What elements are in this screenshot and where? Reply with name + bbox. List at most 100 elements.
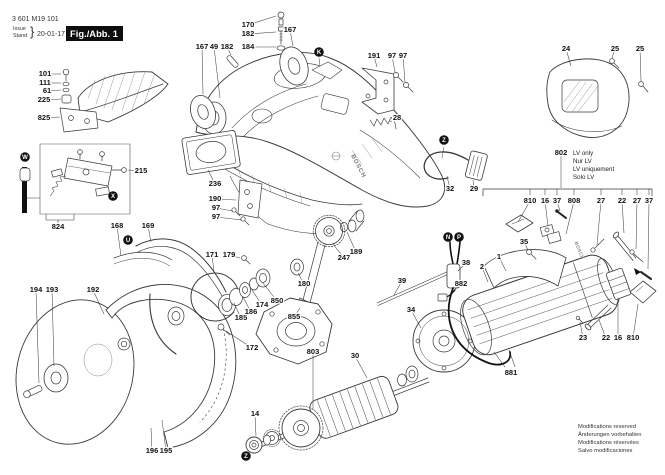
ref-marker-letter: W xyxy=(22,155,28,161)
part-label: 39 xyxy=(398,276,406,285)
leader-line xyxy=(579,321,584,339)
leader-line xyxy=(228,254,241,259)
part-label: 1 xyxy=(497,252,501,261)
part-label: 30 xyxy=(351,351,359,360)
part-label: 28 xyxy=(393,113,401,122)
leader-line xyxy=(523,241,529,251)
part-label: 35 xyxy=(520,237,528,246)
part-label: 180 xyxy=(298,279,311,288)
part-label: 167 xyxy=(196,42,209,51)
part-label: 185 xyxy=(235,313,248,322)
part-label: 34 xyxy=(407,305,416,314)
saw-blade-192-area xyxy=(15,299,135,445)
part-label: 25 xyxy=(636,44,644,53)
leader-line xyxy=(150,427,153,452)
part-label: 16 xyxy=(614,333,622,342)
part-label: 215 xyxy=(135,166,148,175)
leader-line xyxy=(215,207,234,212)
ref-marker-letter: Z xyxy=(244,454,248,460)
lv-line-4: Solo LV xyxy=(573,174,595,181)
leader-line xyxy=(451,283,462,293)
part-label: 97 xyxy=(399,51,407,60)
part-label: 179 xyxy=(223,250,236,259)
lv-line-2: Nur LV xyxy=(573,158,593,165)
laser-assembly-824 xyxy=(19,143,131,223)
leader-line xyxy=(293,307,301,318)
part-label: 247 xyxy=(338,253,351,262)
footer-line-1: Modifications reserved xyxy=(578,424,636,430)
part-label: 61 xyxy=(43,86,51,95)
part-label: 182 xyxy=(221,42,234,51)
part-label: 27 xyxy=(633,196,641,205)
lv-line-1: LV only xyxy=(573,150,594,157)
leader-line xyxy=(214,198,237,201)
leader-line xyxy=(215,216,243,221)
part-label: 808 xyxy=(568,196,581,205)
ref-marker-letter: U xyxy=(126,238,130,244)
leader-line xyxy=(35,289,40,384)
part-label: 855 xyxy=(288,312,301,321)
part-label: 882 xyxy=(455,279,468,288)
leader-line xyxy=(354,355,368,379)
leader-line xyxy=(389,117,398,123)
issue-date: 20-01-17 xyxy=(37,31,65,38)
part-label: 167 xyxy=(284,25,297,34)
leader-line xyxy=(391,55,396,73)
leader-line xyxy=(147,225,152,243)
part-label: 169 xyxy=(142,221,155,230)
handle-screw-set xyxy=(61,68,72,104)
ref-marker-circle xyxy=(314,47,324,57)
part-label: 22 xyxy=(602,333,610,342)
part-label: 196 xyxy=(146,446,159,455)
leader-line xyxy=(207,169,216,185)
ref-marker-circle xyxy=(454,232,464,242)
part-label: 27 xyxy=(597,196,605,205)
issue-brace: } xyxy=(30,24,35,39)
ref-marker-circle xyxy=(439,135,449,145)
leader-line xyxy=(247,15,277,26)
part-label: 810 xyxy=(627,333,640,342)
leader-line xyxy=(544,200,549,227)
pivot-hardware-top xyxy=(190,11,309,129)
cable-29-32 xyxy=(423,146,488,181)
footer-line-4: Salvo modificaciones xyxy=(578,448,633,454)
leader-line xyxy=(161,419,167,452)
part-label: 37 xyxy=(553,196,561,205)
ref-marker-circle xyxy=(108,191,118,201)
part-label: 850 xyxy=(271,296,284,305)
bracket-190 xyxy=(231,179,263,226)
ref-marker-circle xyxy=(123,235,133,245)
leader-line xyxy=(233,302,242,319)
part-label: 14 xyxy=(251,409,260,418)
leader-line xyxy=(242,296,252,313)
leader-line xyxy=(393,280,403,296)
leader-line xyxy=(565,48,572,67)
leader-line xyxy=(621,200,625,234)
table-insert-236 xyxy=(181,130,241,175)
ref-marker-letter: P xyxy=(457,235,461,241)
leader-line xyxy=(446,175,451,190)
part-label: 192 xyxy=(87,285,100,294)
part-label: 174 xyxy=(256,300,269,309)
part-label: 2 xyxy=(480,262,484,271)
leader-line xyxy=(639,48,642,82)
leader-line xyxy=(254,413,257,437)
part-label: 111 xyxy=(39,78,51,87)
part-label: 171 xyxy=(206,250,219,259)
leader-line xyxy=(289,29,294,47)
ref-marker-letter: K xyxy=(317,50,322,56)
leader-line xyxy=(92,289,105,315)
leader-line xyxy=(410,309,422,329)
leader-line xyxy=(517,200,531,223)
part-label: 182 xyxy=(242,29,255,38)
part-label: 191 xyxy=(368,51,381,60)
part-label: 195 xyxy=(160,446,173,455)
leader-line xyxy=(226,46,232,56)
leader-line xyxy=(596,200,602,246)
part-label: 184 xyxy=(242,42,255,51)
leader-line xyxy=(373,55,378,68)
part-label: 24 xyxy=(562,44,571,53)
part-label: 186 xyxy=(245,307,258,316)
